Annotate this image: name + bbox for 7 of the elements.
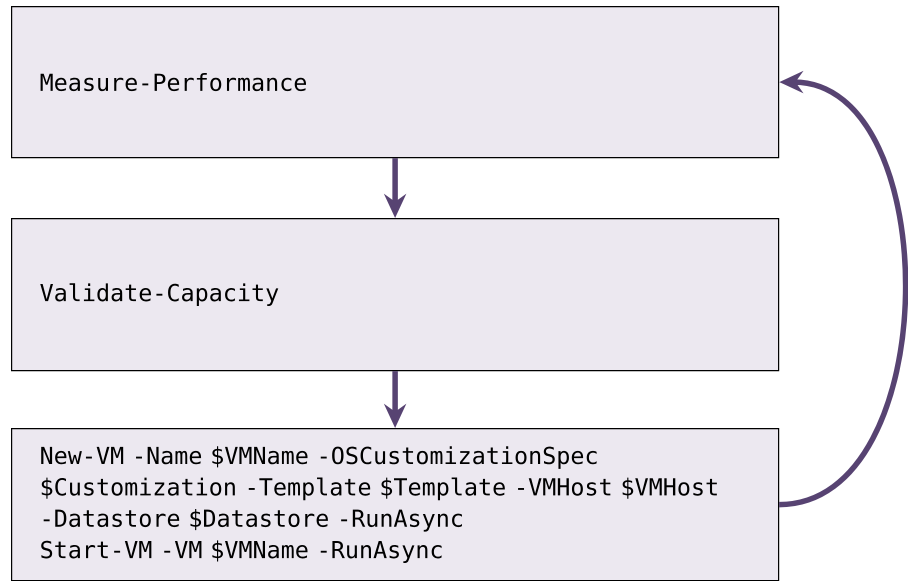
process-box	[11, 218, 780, 372]
command-text: New-VM -Name $VMName -OSCustomizationSpec $Customization -Template $Template -VMHost $VMHost -Datastore $Datastore -RunAsync	[41, 446, 717, 532]
command-text: Validate-Capacity	[40, 283, 278, 306]
command-text: Start-VM -VM $VMName -RunAsync	[41, 540, 442, 563]
process-box	[11, 428, 780, 581]
command-text: Measure-Performance	[40, 73, 306, 92]
process-box	[11, 6, 780, 158]
